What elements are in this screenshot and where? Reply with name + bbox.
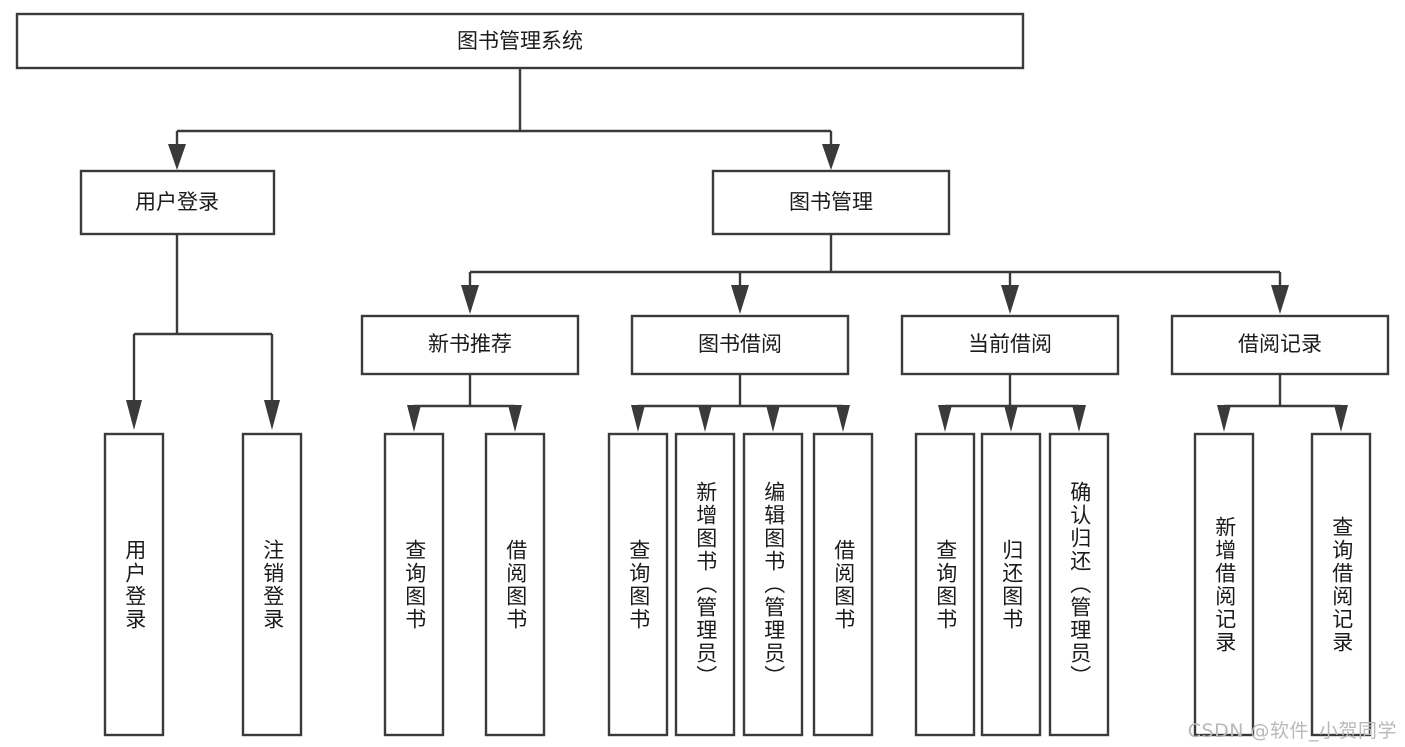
leaf-box-cb-confirm[interactable] <box>1048 432 1110 737</box>
leaf-label-nb-borrow: 借阅图书 <box>503 538 528 631</box>
leaf-box-br-add[interactable] <box>1193 432 1255 737</box>
arrow-to-borrowrecord <box>1271 285 1289 314</box>
node-borrow-record[interactable]: 借阅记录 <box>1170 314 1390 376</box>
leaf-box-bb-edit[interactable] <box>742 432 804 737</box>
node-book-manage[interactable]: 图书管理 <box>711 169 951 236</box>
leaf-box-bb-add[interactable] <box>674 432 736 737</box>
leaf-box-user-login[interactable] <box>103 432 165 737</box>
node-borrow-record-box[interactable] <box>1170 314 1390 376</box>
node-user-login-box[interactable] <box>79 169 276 236</box>
leaf-label-bb-edit: 编辑图书（管理员） <box>761 481 786 688</box>
arrow-to-book-manage <box>822 144 840 170</box>
node-book-borrow-box[interactable] <box>630 314 850 376</box>
arrow-heads <box>126 144 1348 432</box>
leaf-box-nb-query[interactable] <box>383 432 445 737</box>
arrow-to-leaf-nb-2 <box>508 405 522 432</box>
arrow-to-leaf-bb-3 <box>766 405 780 432</box>
leaf-box-user-logout[interactable] <box>241 432 303 737</box>
node-current-borrow-box[interactable] <box>900 314 1120 376</box>
leaf-label-bb-add: 新增图书（管理员） <box>693 481 718 688</box>
node-new-book-label: 新书推荐 <box>428 332 512 356</box>
leaf-label-cb-confirm: 确认归还（管理员） <box>1067 481 1092 688</box>
arrow-to-leaf-br-2 <box>1334 405 1348 432</box>
leaf-label-br-add: 新增借阅记录 <box>1212 515 1237 654</box>
csdn-watermark: CSDN @软件_小贺同学 <box>1187 720 1397 742</box>
node-root[interactable]: 图书管理系统 <box>15 12 1025 70</box>
leaf-boxes <box>103 432 1372 737</box>
leaf-box-br-query[interactable] <box>1310 432 1372 737</box>
node-borrow-record-label: 借阅记录 <box>1238 332 1322 356</box>
leaf-label-nb-query: 查询图书 <box>402 538 427 631</box>
leaf-box-bb-borrow[interactable] <box>812 432 874 737</box>
leaf-label-cb-return: 归还图书 <box>999 538 1024 631</box>
node-user-login-label: 用户登录 <box>135 190 219 214</box>
node-book-manage-box[interactable] <box>711 169 951 236</box>
leaf-label-user-login: 用户登录 <box>122 538 147 631</box>
leaf-label-br-query: 查询借阅记录 <box>1329 515 1354 654</box>
node-root-label: 图书管理系统 <box>457 29 583 53</box>
node-root-box[interactable] <box>15 12 1025 70</box>
node-book-borrow-label: 图书借阅 <box>698 332 782 356</box>
node-new-book[interactable]: 新书推荐 <box>360 314 580 376</box>
leaf-label-cb-query: 查询图书 <box>933 538 958 631</box>
arrow-to-leaf-bb-4 <box>836 405 850 432</box>
node-current-borrow-label: 当前借阅 <box>968 332 1052 356</box>
arrow-to-leaf-cb-3 <box>1072 405 1086 432</box>
arrow-to-leaf-nb-1 <box>407 405 421 432</box>
arrow-to-newbook <box>461 285 479 314</box>
leaf-label-user-logout: 注销登录 <box>260 538 285 631</box>
leaf-box-cb-query[interactable] <box>914 432 976 737</box>
leaf-label-bb-borrow: 借阅图书 <box>831 538 856 631</box>
node-book-manage-label: 图书管理 <box>789 190 873 214</box>
arrow-to-leaf-br-1 <box>1217 405 1231 432</box>
leaf-box-bb-query[interactable] <box>607 432 669 737</box>
node-user-login[interactable]: 用户登录 <box>79 169 276 236</box>
leaf-box-cb-return[interactable] <box>980 432 1042 737</box>
arrow-to-bookborrow <box>731 285 749 314</box>
arrow-to-leaf-bb-1 <box>631 405 645 432</box>
leaf-box-nb-borrow[interactable] <box>484 432 546 737</box>
node-new-book-box[interactable] <box>360 314 580 376</box>
node-current-borrow[interactable]: 当前借阅 <box>900 314 1120 376</box>
arrow-to-leaf-user-1 <box>126 400 142 430</box>
node-book-borrow[interactable]: 图书借阅 <box>630 314 850 376</box>
arrow-to-user-login <box>168 144 186 170</box>
arrow-to-leaf-bb-2 <box>698 405 712 432</box>
arrow-to-leaf-user-2 <box>264 400 280 430</box>
arrow-to-leaf-cb-2 <box>1004 405 1018 432</box>
leaf-label-bb-query: 查询图书 <box>626 538 651 631</box>
arrow-to-currentborrow <box>1001 285 1019 314</box>
arrow-to-leaf-cb-1 <box>938 405 952 432</box>
